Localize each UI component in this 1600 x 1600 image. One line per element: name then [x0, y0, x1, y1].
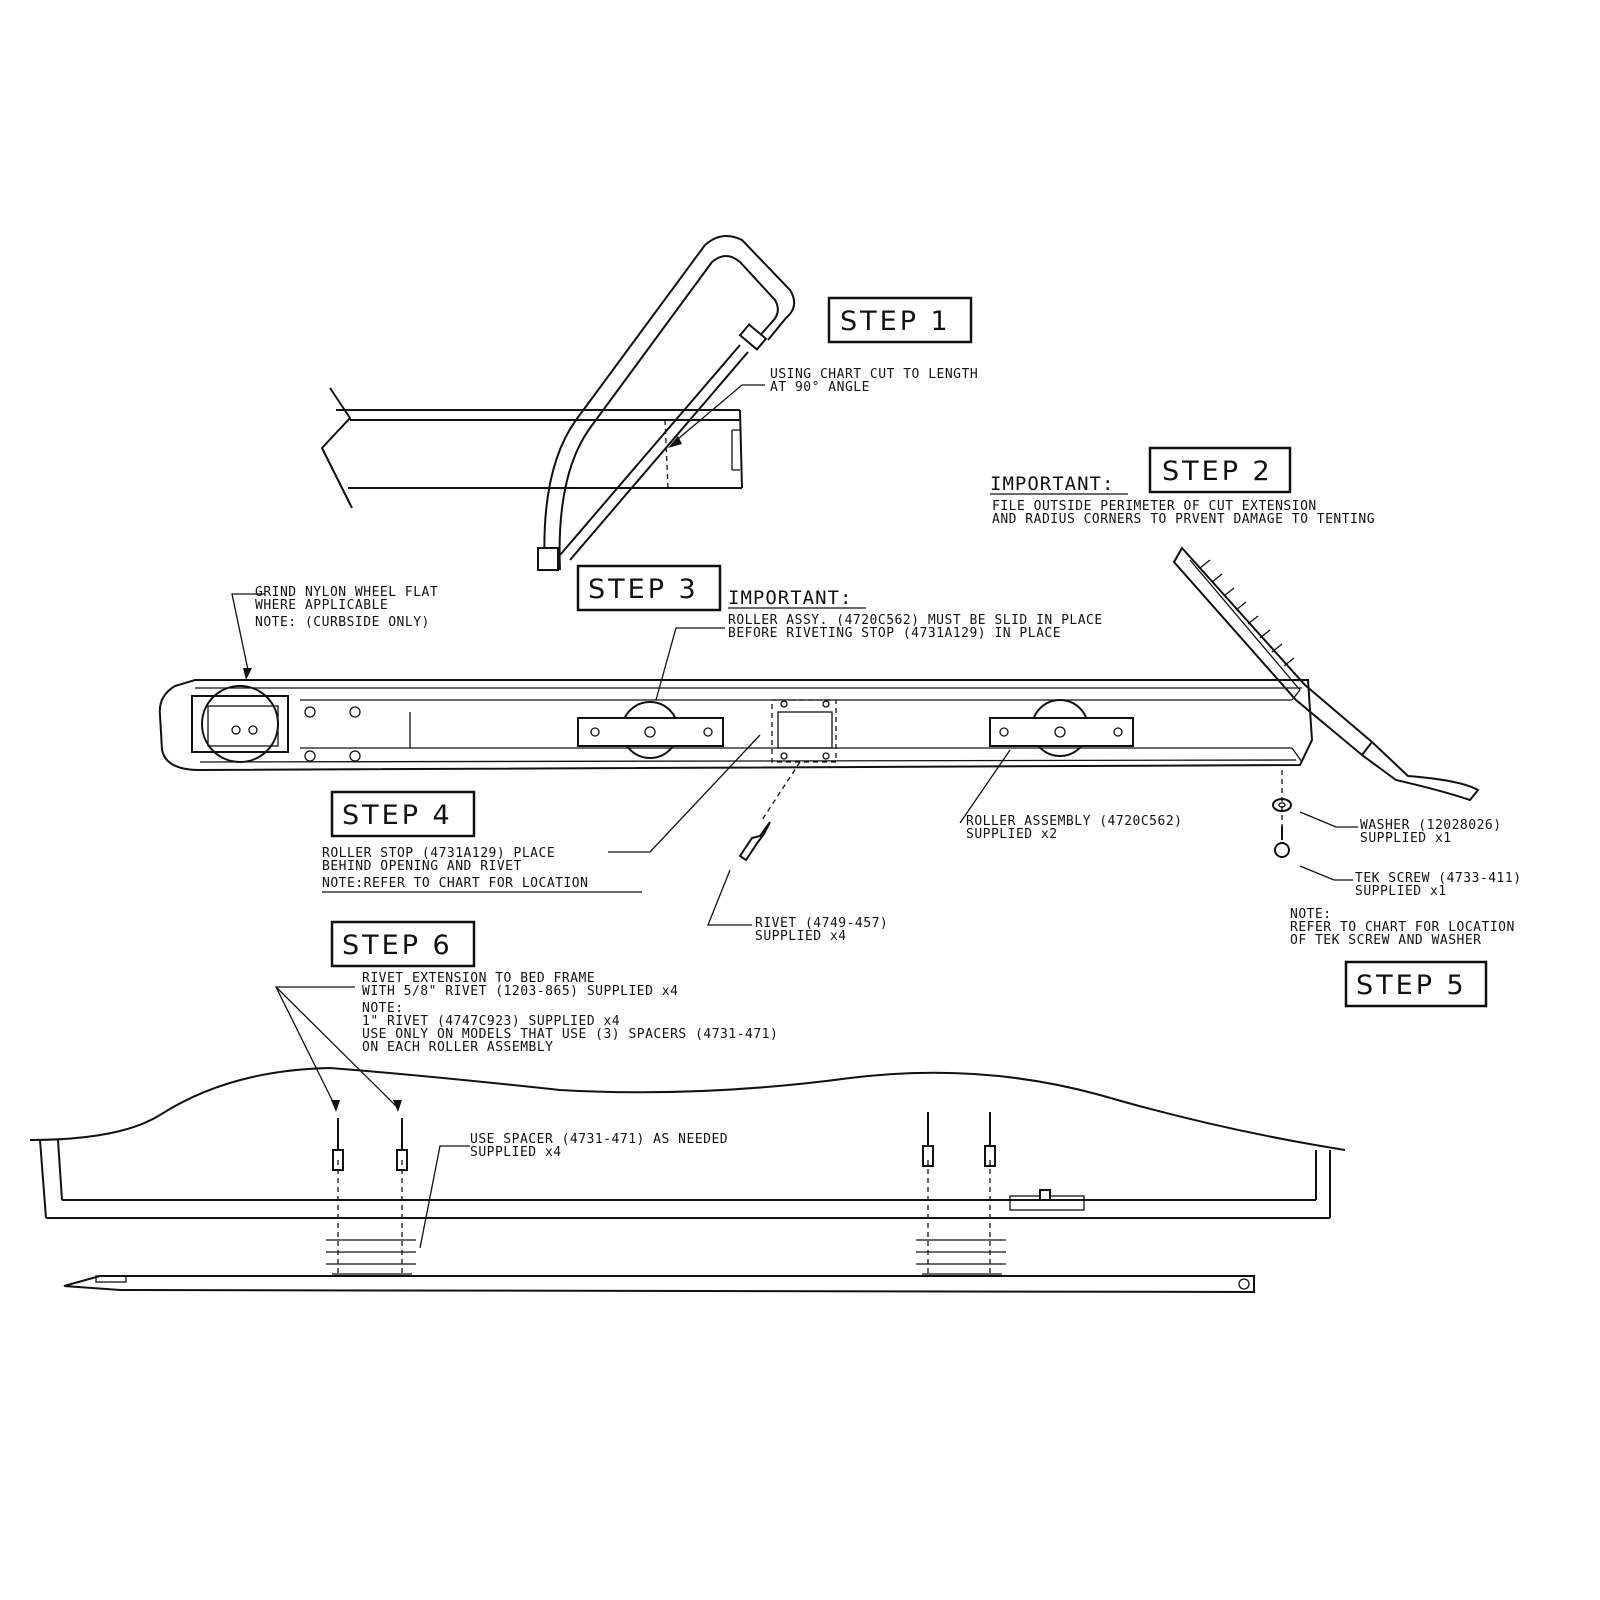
step1-cut-illustration: [320, 235, 796, 571]
step4-label: STEP 4: [342, 800, 453, 831]
step5-label-box: STEP 5: [1344, 960, 1488, 1008]
step3-note: ROLLER ASSY. (4720C562) MUST BE SLID IN …: [728, 613, 1111, 641]
extension-rail-illustration: [158, 679, 1314, 862]
spacer-note: USE SPACER (4731-471) AS NEEDED SUPPLIED…: [470, 1132, 736, 1160]
step2-important: IMPORTANT:: [990, 473, 1114, 495]
roller-assembly-note: ROLLER ASSEMBLY (4720C562) SUPPLIED x2: [966, 814, 1191, 842]
step1-label: STEP 1: [840, 306, 951, 337]
step1-note: USING CHART CUT TO LENGTH AT 90° ANGLE: [770, 367, 987, 395]
step6-note: RIVET EXTENSION TO BED FRAME WITH 5/8" R…: [362, 971, 787, 1055]
washer-note: WASHER (12028026) SUPPLIED x1: [1360, 818, 1510, 846]
step5-note: NOTE: REFER TO CHART FOR LOCATION OF TEK…: [1290, 907, 1523, 948]
step6-label: STEP 6: [342, 930, 453, 961]
step3-label-box: STEP 3: [576, 564, 722, 612]
bed-frame-illustration: [29, 1066, 1346, 1294]
step4-label-box: STEP 4: [330, 790, 476, 838]
step2-note: FILE OUTSIDE PERIMETER OF CUT EXTENSION …: [992, 499, 1375, 527]
tek-screw-note: TEK SCREW (4733-411) SUPPLIED x1: [1355, 871, 1530, 899]
spacer-stack-left: [326, 1239, 416, 1275]
step2-label-box: STEP 2: [1148, 446, 1292, 494]
step3-label: STEP 3: [588, 574, 699, 605]
spacer-stack-right: [916, 1239, 1006, 1275]
step1-label-box: STEP 1: [827, 296, 973, 344]
step2-label: STEP 2: [1162, 456, 1273, 487]
step6-label-box: STEP 6: [330, 920, 476, 968]
file-tool-illustration: [1172, 546, 1480, 802]
step5-label: STEP 5: [1356, 970, 1467, 1001]
step3-important: IMPORTANT:: [728, 587, 852, 609]
step4-note: ROLLER STOP (4731A129) PLACE BEHIND OPEN…: [322, 846, 588, 891]
wheel-note: GRIND NYLON WHEEL FLAT WHERE APPLICABLE …: [255, 585, 447, 630]
rivet-note: RIVET (4749-457) SUPPLIED x4: [755, 916, 897, 944]
